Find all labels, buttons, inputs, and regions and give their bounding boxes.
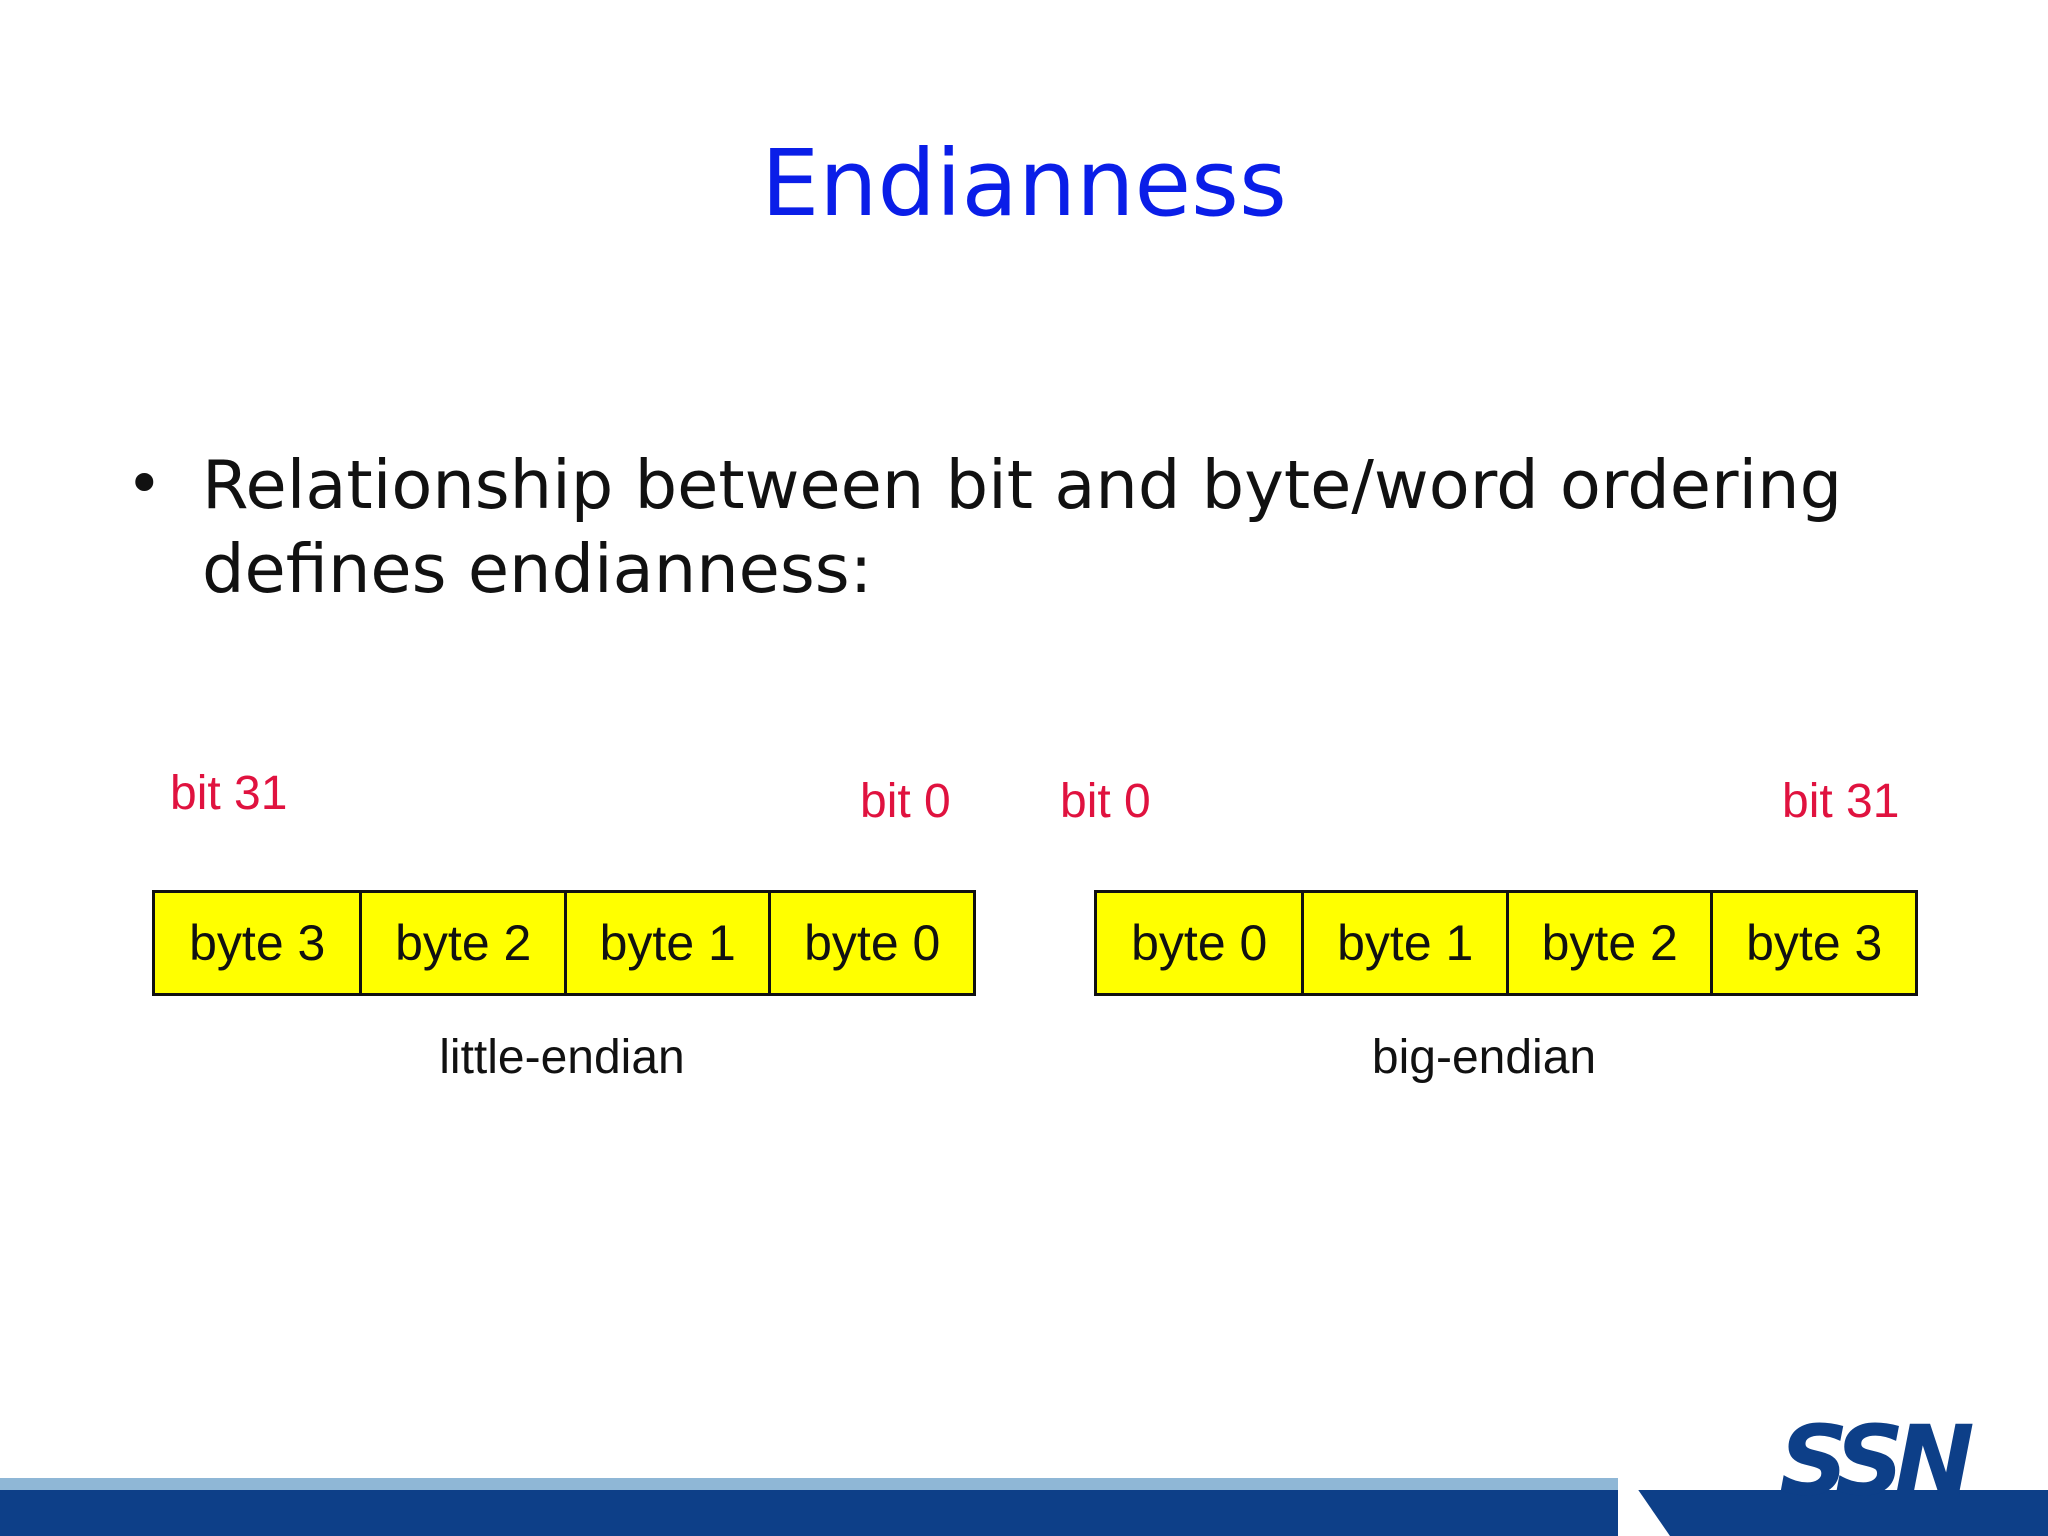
big-endian-right-bit-label: bit 31 [1782, 775, 1900, 828]
svg-text:SSN: SSN [1779, 1412, 1973, 1512]
byte-cell: byte 3 [155, 893, 360, 993]
slide-title: Endianness [761, 130, 1287, 237]
footer-notch [1618, 1478, 1670, 1536]
big-endian-caption: big-endian [1371, 1031, 1597, 1084]
byte-cell: byte 3 [1710, 893, 1915, 993]
bullet-icon: • [126, 447, 163, 520]
byte-cell: byte 2 [359, 893, 564, 993]
footer-light-band [0, 1478, 1630, 1490]
little-endian-left-bit-label: bit 31 [170, 767, 288, 820]
big-endian-byte-row: byte 0 byte 1 byte 2 byte 3 [1094, 890, 1918, 996]
byte-cell: byte 2 [1505, 893, 1711, 993]
little-endian-right-bit-label: bit 0 [860, 775, 951, 828]
big-endian-left-bit-label: bit 0 [1060, 775, 1151, 828]
byte-cell: byte 1 [563, 893, 769, 993]
byte-cell: byte 0 [1097, 893, 1302, 993]
little-endian-caption: little-endian [439, 1031, 685, 1084]
byte-cell: byte 1 [1301, 893, 1506, 993]
ssn-logo-icon: SSN [1779, 1412, 1983, 1512]
footer-dark-band [0, 1490, 2048, 1536]
byte-cell: byte 0 [768, 893, 973, 993]
bullet-text: Relationship between bit and byte/word o… [202, 446, 1843, 608]
little-endian-byte-row: byte 3 byte 2 byte 1 byte 0 [152, 890, 976, 996]
